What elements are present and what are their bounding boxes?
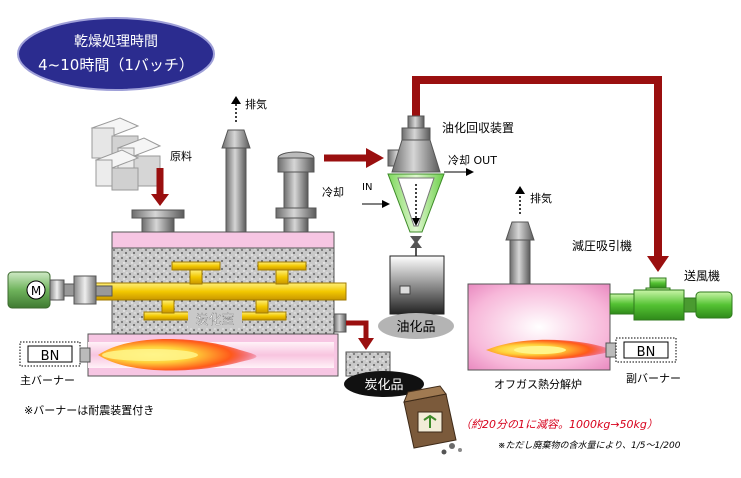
sub-bn-label: BN (637, 345, 656, 360)
volume-reduction-text: （約20分の1に減容。1000kg→50kg） (460, 418, 658, 431)
seismic-note: ※バーナーは耐震装置付き (24, 404, 154, 417)
drive-motor: M (7, 271, 113, 309)
exhaust2-label: 排気 (530, 191, 552, 205)
raw-material-bags (90, 117, 162, 191)
material-feed-arrowhead (151, 194, 169, 206)
processing-time-badge: 乾燥処理時間 4~10時間（1バッチ） (17, 17, 215, 91)
screw-shaft (95, 261, 347, 321)
carbon-sack-image (403, 385, 462, 455)
vacuum-pipe (412, 76, 662, 258)
motor-icon-label: M (31, 284, 41, 298)
blower-unit (609, 277, 733, 321)
main-bn-label: BN (41, 349, 60, 364)
main-burner: BN (19, 338, 334, 371)
gas-outlet-column (275, 151, 317, 241)
oil-recovery-device (387, 115, 445, 256)
sub-burner-label: 副バーナー (626, 372, 681, 385)
oil-product-label: 油化品 (396, 320, 435, 335)
offgas-label: オフガス熱分解炉 (494, 377, 582, 391)
offgas-chimney (505, 221, 535, 285)
sub-burner: BN (605, 337, 677, 363)
cooling-out-label: 冷却 OUT (448, 154, 497, 167)
moisture-note: ※ただし廃棄物の含水量により、1/5～1/200 (498, 440, 681, 451)
exhaust1-label: 排気 (245, 97, 267, 111)
main-burner-label: 主バーナー (20, 374, 75, 387)
oil-tank (389, 255, 445, 315)
badge-line1: 乾燥処理時間 (74, 34, 158, 50)
blower-label: 送風機 (684, 268, 720, 283)
vacuum-label: 減圧吸引機 (572, 238, 632, 253)
main-chimney (221, 129, 251, 233)
carbon-product-label: 炭化品 (364, 378, 403, 393)
carbonization-room-label: 炭化室 (195, 312, 234, 328)
material-label: 原料 (170, 149, 192, 163)
cooling-in-label: 冷却 (322, 186, 344, 199)
oil-recovery-label: 油化回収装置 (442, 121, 514, 135)
offgas-furnace (467, 283, 611, 371)
in-label: IN (362, 182, 372, 193)
badge-line2: 4~10時間（1バッチ） (38, 56, 194, 74)
